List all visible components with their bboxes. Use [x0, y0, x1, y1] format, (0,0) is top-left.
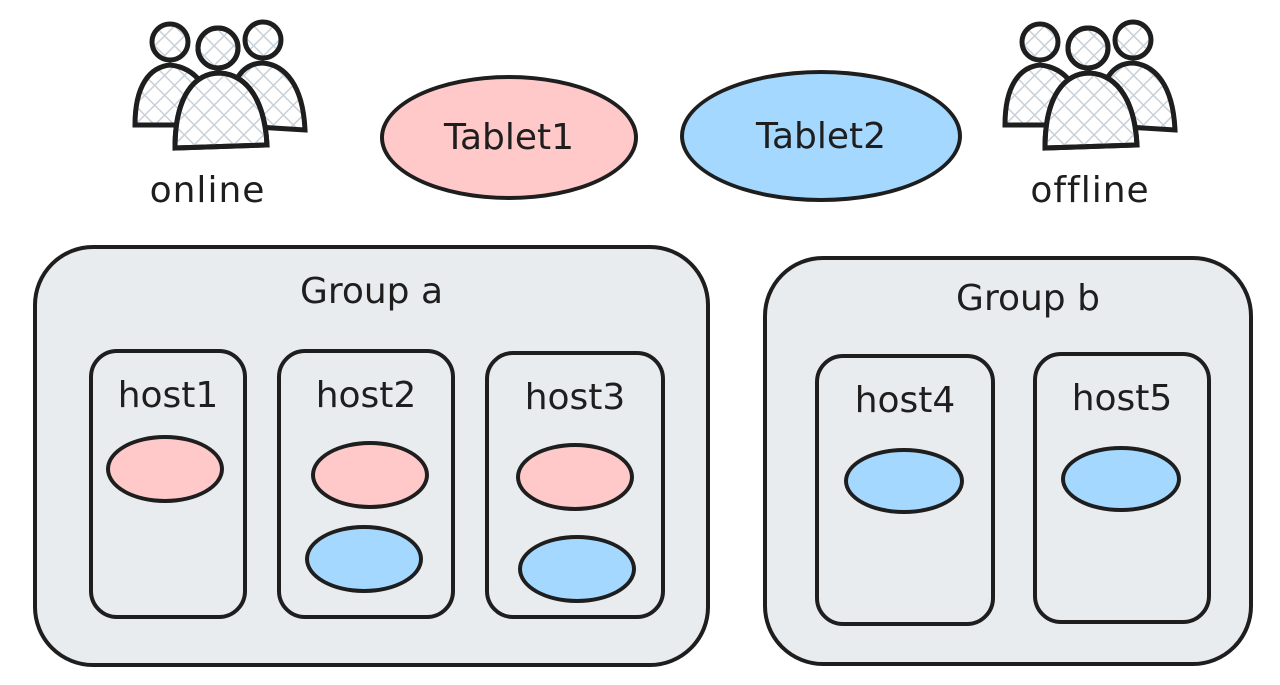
- users-group-icon: [1002, 19, 1178, 151]
- offline-users: offline: [995, 15, 1185, 215]
- tablet1-label: Tablet1: [443, 117, 575, 158]
- offline-label: offline: [1030, 170, 1150, 211]
- group-b: Group b host4 host5: [763, 256, 1253, 666]
- tablet2-label: Tablet2: [755, 115, 887, 157]
- tablet2-replica: [518, 535, 636, 603]
- host5-label: host5: [1071, 378, 1173, 419]
- host4-box: host4: [815, 354, 995, 626]
- host3-box: host3: [485, 351, 665, 619]
- online-users: online: [125, 15, 315, 215]
- tablet2-replica: [1061, 446, 1181, 512]
- tablet1-replica: [311, 441, 429, 509]
- host1-box: host1: [89, 349, 247, 619]
- tablet2-node: Tablet2: [680, 70, 962, 202]
- host3-label: host3: [524, 377, 626, 418]
- group-a-label: Group a: [299, 271, 444, 312]
- host1-label: host1: [117, 375, 219, 416]
- tablet1-node: Tablet1: [380, 75, 638, 200]
- host5-box: host5: [1033, 352, 1211, 624]
- host2-box: host2: [277, 349, 455, 619]
- group-b-label: Group b: [956, 278, 1100, 319]
- online-label: online: [149, 170, 266, 211]
- tablet2-replica: [844, 448, 964, 514]
- users-group-icon: [132, 19, 308, 151]
- group-a: Group a host1 host2 host3: [33, 245, 710, 667]
- host4-label: host4: [854, 380, 956, 421]
- tablet1-replica: [516, 443, 634, 511]
- host2-label: host2: [315, 375, 417, 416]
- tablet1-replica: [106, 435, 224, 503]
- tablet2-replica: [305, 525, 423, 593]
